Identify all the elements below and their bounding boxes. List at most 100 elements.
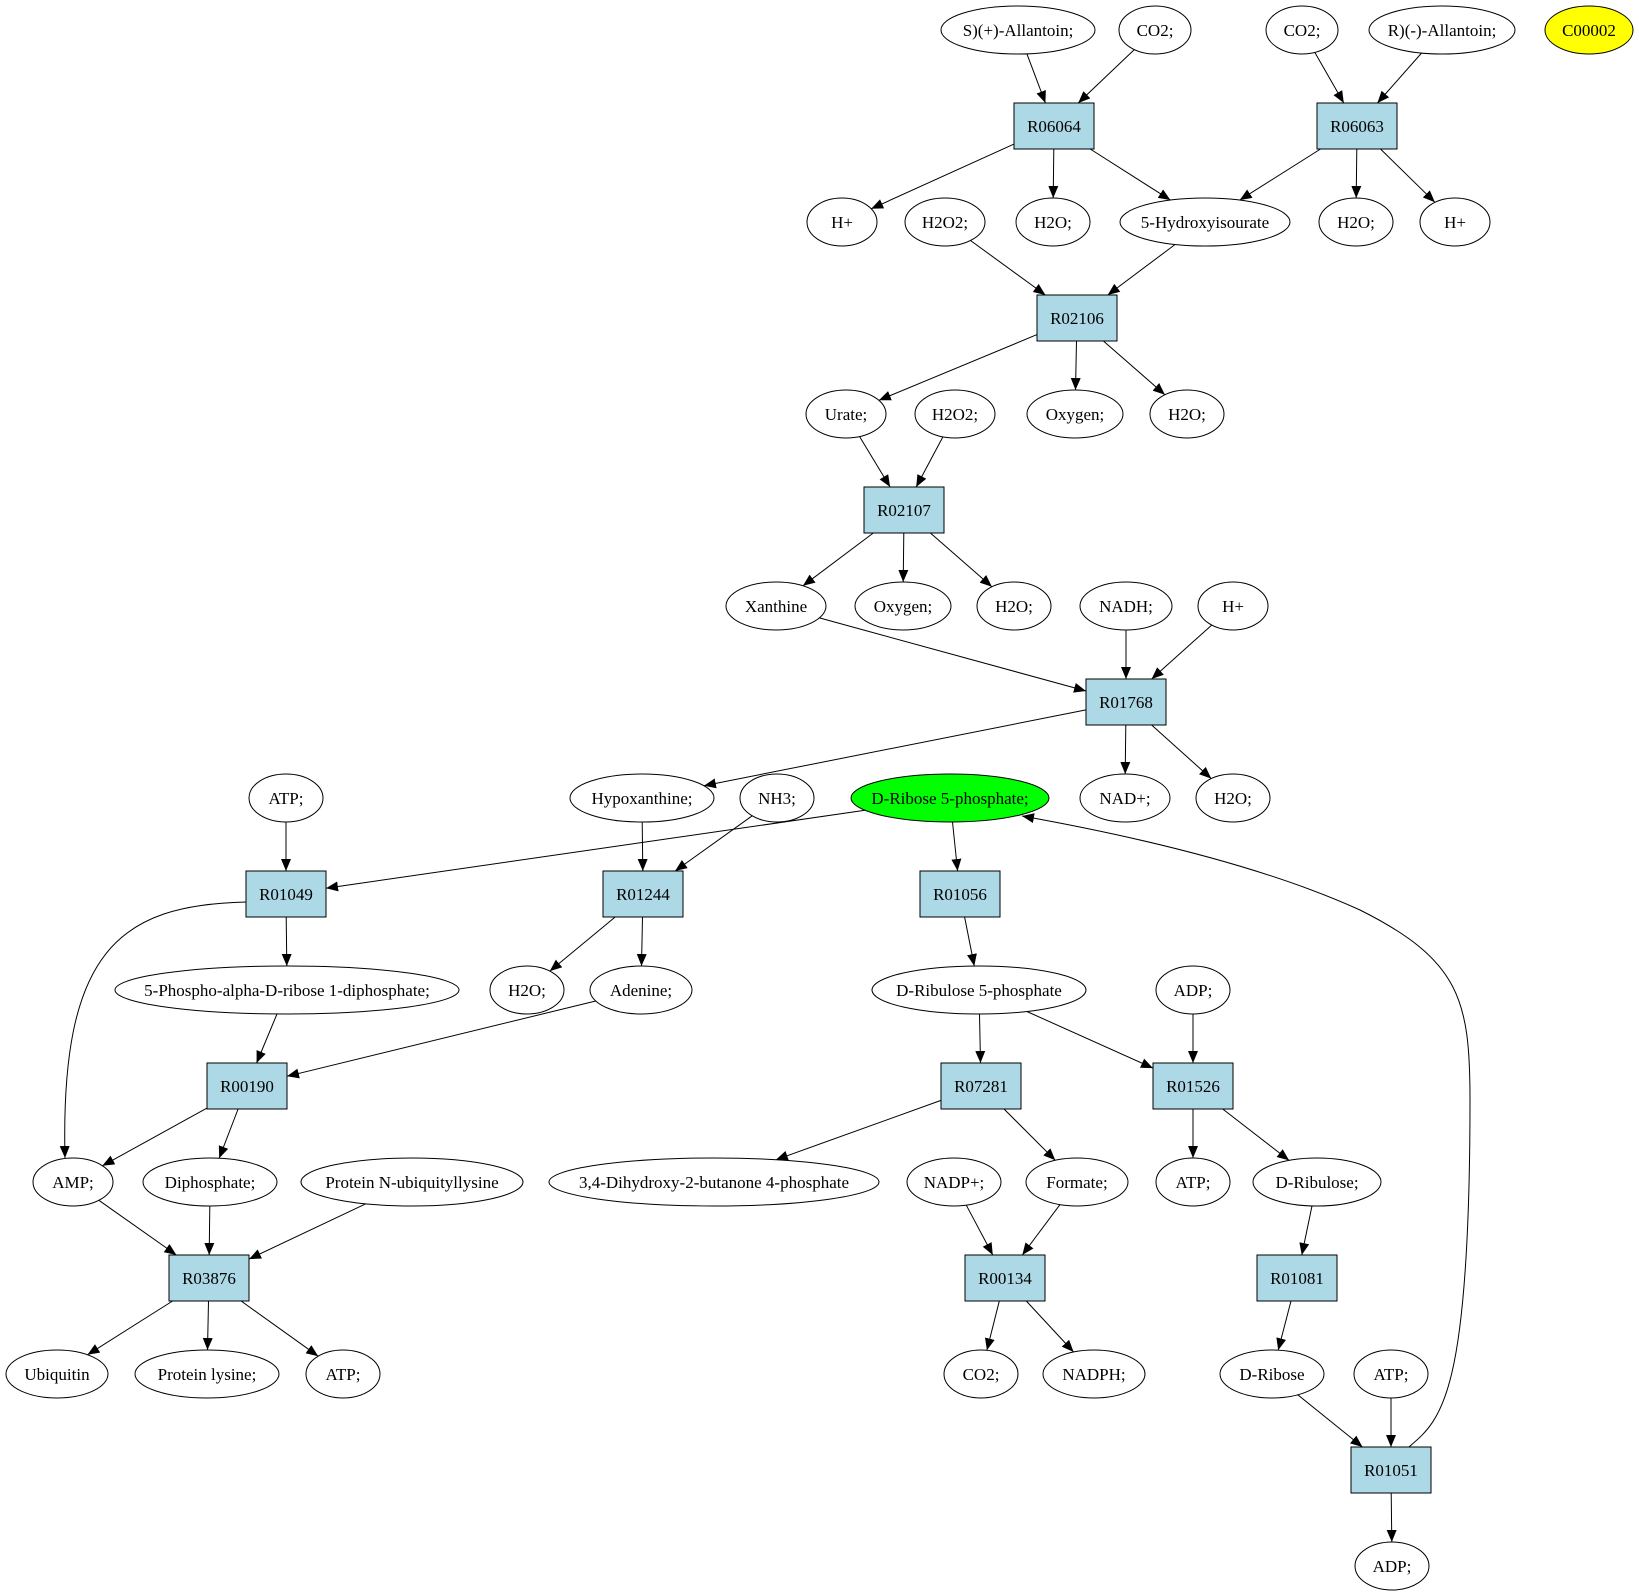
- compound-node-c_h2o2_b[interactable]: H2O2;: [914, 389, 996, 439]
- node-label: CO2;: [1137, 21, 1174, 40]
- compound-node-c_nadh[interactable]: NADH;: [1079, 581, 1173, 631]
- compound-node-c_co2_a[interactable]: CO2;: [1118, 5, 1192, 55]
- compound-node-c_nadplus[interactable]: NAD+;: [1079, 773, 1171, 823]
- compound-node-c_dribulose[interactable]: D-Ribulose;: [1252, 1157, 1382, 1207]
- compound-node-c_prpp[interactable]: 5-Phospho-alpha-D-ribose 1-diphosphate;: [114, 965, 460, 1015]
- edge-c_sallantoin-to-r_R06064: [1026, 53, 1046, 104]
- edge-r_R07281-to-c_dhbp: [775, 1099, 942, 1161]
- compound-node-c_urate[interactable]: Urate;: [805, 389, 887, 439]
- node-label: H2O;: [1034, 213, 1072, 232]
- compound-node-c_atp_b[interactable]: ATP;: [1155, 1157, 1231, 1207]
- compound-node-c_c00002[interactable]: C00002: [1544, 5, 1634, 55]
- compound-node-c_protubi[interactable]: Protein N-ubiquityllysine: [300, 1157, 524, 1207]
- node-label: Oxygen;: [874, 597, 933, 616]
- compound-ellipse: [1195, 773, 1271, 823]
- compound-node-c_ubiquitin[interactable]: Ubiquitin: [5, 1349, 109, 1399]
- node-label: 3,4-Dihydroxy-2-butanone 4-phosphate: [579, 1173, 849, 1192]
- reaction-node-r_R01051[interactable]: R01051: [1350, 1446, 1432, 1494]
- node-label: ATP;: [1374, 1365, 1409, 1384]
- reaction-node-r_R01768[interactable]: R01768: [1085, 678, 1167, 726]
- compound-node-c_h2o_a[interactable]: H2O;: [1015, 197, 1091, 247]
- node-label: NADPH;: [1062, 1365, 1125, 1384]
- compound-node-c_hplus_a[interactable]: H+: [806, 197, 878, 247]
- compound-node-c_oxygen_a[interactable]: Oxygen;: [1026, 389, 1124, 439]
- reaction-node-r_R00190[interactable]: R00190: [206, 1062, 288, 1110]
- node-label: R06063: [1330, 117, 1384, 136]
- reaction-node-r_R07281[interactable]: R07281: [940, 1062, 1022, 1110]
- edge-c_rallantoin-to-r_R06063: [1377, 52, 1422, 104]
- reaction-node-r_R00134[interactable]: R00134: [964, 1254, 1046, 1302]
- compound-node-c_ru5p[interactable]: D-Ribulose 5-phosphate: [871, 965, 1087, 1015]
- edge-r_R01244-to-c_h2o_f: [549, 916, 616, 972]
- compound-ellipse: [1219, 1349, 1325, 1399]
- compound-node-c_protlys[interactable]: Protein lysine;: [134, 1349, 280, 1399]
- compound-node-c_h2o_f[interactable]: H2O;: [489, 965, 565, 1015]
- edge-r_R02106-to-c_oxygen_a: [1070, 340, 1081, 391]
- node-label: C00002: [1562, 21, 1616, 40]
- edge-c_h2o2_b-to-r_R02107: [915, 436, 944, 488]
- reaction-node-r_R06064[interactable]: R06064: [1013, 102, 1095, 150]
- node-label: R02106: [1050, 309, 1104, 328]
- compound-node-c_diphosphate[interactable]: Diphosphate;: [142, 1157, 278, 1207]
- compound-node-c_h2o2_a[interactable]: H2O2;: [904, 197, 986, 247]
- compound-ellipse: [1079, 581, 1173, 631]
- compound-node-c_h2o_b[interactable]: H2O;: [1318, 197, 1394, 247]
- compound-ellipse: [1318, 197, 1394, 247]
- node-label: Diphosphate;: [165, 1173, 256, 1192]
- reaction-node-r_R06063[interactable]: R06063: [1316, 102, 1398, 150]
- compound-ellipse: [548, 1157, 880, 1207]
- edge-r_R00190-to-c_amp: [102, 1107, 208, 1167]
- compound-ellipse: [1079, 773, 1171, 823]
- reaction-node-r_R02107[interactable]: R02107: [863, 486, 945, 534]
- compound-ellipse: [1252, 1157, 1382, 1207]
- compound-ellipse: [589, 965, 693, 1015]
- compound-node-c_adp_b[interactable]: ADP;: [1354, 1541, 1430, 1591]
- node-label: ATP;: [326, 1365, 361, 1384]
- compound-node-c_5hiu[interactable]: 5-Hydroxyisourate: [1119, 197, 1291, 247]
- compound-node-c_r5p[interactable]: D-Ribose 5-phosphate;: [850, 773, 1050, 823]
- edge-c_hypoxanthine-to-r_R01244: [637, 821, 648, 872]
- compound-node-c_dhbp[interactable]: 3,4-Dihydroxy-2-butanone 4-phosphate: [548, 1157, 880, 1207]
- compound-node-c_atp_c[interactable]: ATP;: [305, 1349, 381, 1399]
- node-label: D-Ribose 5-phosphate;: [871, 789, 1028, 808]
- compound-ellipse: [854, 581, 952, 631]
- edge-c_urate-to-r_R02107: [859, 436, 891, 488]
- compound-node-c_adp_a[interactable]: ADP;: [1155, 965, 1231, 1015]
- node-label: ATP;: [269, 789, 304, 808]
- compound-node-c_co2_b[interactable]: CO2;: [1265, 5, 1339, 55]
- reaction-box: [245, 870, 327, 918]
- compound-node-c_h2o_c[interactable]: H2O;: [1149, 389, 1225, 439]
- reaction-box: [168, 1254, 250, 1302]
- compound-ellipse: [906, 1157, 1002, 1207]
- compound-node-c_co2_c[interactable]: CO2;: [943, 1349, 1019, 1399]
- reaction-node-r_R01056[interactable]: R01056: [919, 870, 1001, 918]
- compound-node-c_amp[interactable]: AMP;: [32, 1157, 114, 1207]
- compound-node-c_hplus_c[interactable]: H+: [1197, 581, 1269, 631]
- compound-node-c_sallantoin[interactable]: S)(+)-Allantoin;: [940, 5, 1096, 55]
- compound-node-c_h2o_e[interactable]: H2O;: [1195, 773, 1271, 823]
- compound-node-c_dribose[interactable]: D-Ribose: [1219, 1349, 1325, 1399]
- reaction-node-r_R01526[interactable]: R01526: [1152, 1062, 1234, 1110]
- compound-node-c_formate[interactable]: Formate;: [1025, 1157, 1129, 1207]
- compound-node-c_hypoxanthine[interactable]: Hypoxanthine;: [569, 773, 715, 823]
- node-label: Oxygen;: [1046, 405, 1105, 424]
- compound-node-c_hplus_b[interactable]: H+: [1419, 197, 1491, 247]
- compound-node-c_nadpplus[interactable]: NADP+;: [906, 1157, 1002, 1207]
- reaction-node-r_R02106[interactable]: R02106: [1036, 294, 1118, 342]
- edge-r_R01049-to-c_amp: [59, 901, 247, 1159]
- compound-node-c_atp_d[interactable]: ATP;: [1353, 1349, 1429, 1399]
- reaction-node-r_R01081[interactable]: R01081: [1256, 1254, 1338, 1302]
- reaction-node-r_R01244[interactable]: R01244: [602, 870, 684, 918]
- compound-node-c_adenine[interactable]: Adenine;: [589, 965, 693, 1015]
- compound-node-c_oxygen_b[interactable]: Oxygen;: [854, 581, 952, 631]
- compound-node-c_atp_a[interactable]: ATP;: [248, 773, 324, 823]
- compound-node-c_rallantoin[interactable]: R)(-)-Allantoin;: [1368, 5, 1516, 55]
- compound-node-c_h2o_d[interactable]: H2O;: [976, 581, 1052, 631]
- node-label: H2O2;: [932, 405, 978, 424]
- compound-node-c_nh3[interactable]: NH3;: [739, 773, 815, 823]
- reaction-node-r_R01049[interactable]: R01049: [245, 870, 327, 918]
- compound-node-c_nadph[interactable]: NADPH;: [1042, 1349, 1146, 1399]
- reaction-node-r_R03876[interactable]: R03876: [168, 1254, 250, 1302]
- compound-ellipse: [489, 965, 565, 1015]
- compound-node-c_xanthine[interactable]: Xanthine: [725, 581, 827, 631]
